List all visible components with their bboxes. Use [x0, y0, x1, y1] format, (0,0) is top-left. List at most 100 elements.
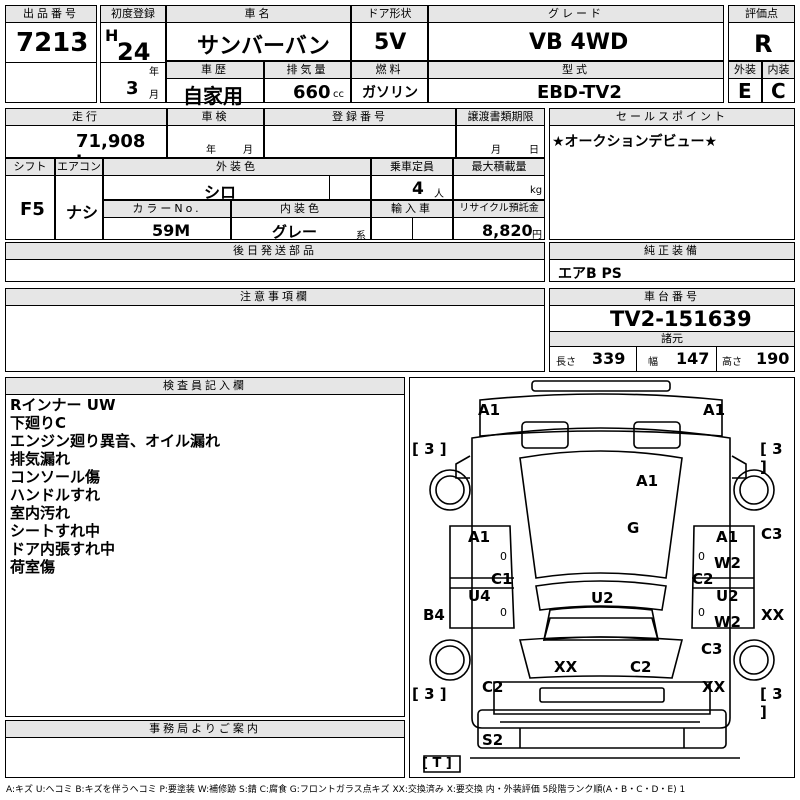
color-no: 59M: [152, 221, 191, 240]
length: 339: [592, 349, 626, 368]
displacement: 660: [293, 82, 331, 103]
capacity-box: 乗車定員 4 人: [371, 158, 453, 200]
exterior-box: 外装 E: [728, 61, 762, 103]
recycle-label: リサイクル預託金: [454, 201, 544, 218]
inspection-year-unit: 年: [206, 145, 216, 156]
inspector-line: シートすれ中: [10, 522, 101, 540]
damage-code-w2-right: W2: [714, 554, 741, 572]
inspector-line: コンソール傷: [10, 468, 101, 486]
reg-year: 24: [117, 38, 151, 66]
damage-code-w2-right-lower: W2: [714, 613, 741, 631]
int-color: グレー: [272, 223, 318, 241]
inspector-box: 検査員記入欄 Rインナー UW 下廻りC エンジン廻り異音、オイル漏れ 排気漏れ…: [5, 377, 405, 717]
inspector-line: ハンドルすれ: [10, 486, 101, 504]
damage-code-a1-front-right: A1: [703, 401, 726, 419]
recycle: 8,820: [482, 221, 533, 240]
damage-code-rear-left-wheel: [ 3 ]: [412, 685, 447, 703]
inspection-box: 車検 年 月: [167, 108, 264, 158]
legend: A:キズ U:ヘコミ B:キズを伴うヘコミ P:要塗装 W:補修跡 S:錆 C:…: [6, 785, 686, 795]
height-label: 高さ: [722, 357, 742, 368]
interior-label: 内装: [763, 62, 794, 79]
damage-code-xx-right: XX: [761, 606, 785, 624]
color-no-label: カラーNo.: [104, 201, 230, 218]
first-reg-box: 初度登録 H 24 年 3 月: [100, 5, 166, 103]
grade: VB 4WD: [529, 30, 629, 55]
recycle-box: リサイクル預託金 8,820 円: [453, 200, 545, 241]
model-label: 型式: [429, 62, 723, 79]
grade-label: グレード: [429, 6, 723, 23]
car-name-label: 車名: [167, 6, 350, 23]
history-box: 車歴 自家用: [166, 61, 264, 108]
genuine-box: 純正装備 エアB PS: [549, 242, 795, 282]
recycle-unit: 円: [532, 230, 542, 241]
spec-label: 諸元: [550, 332, 794, 347]
transfer-day: 日: [529, 145, 539, 156]
office-label: 事務局よりご案内: [6, 721, 404, 738]
capacity: 4: [412, 179, 424, 199]
marker-zero-right-2: 0: [698, 606, 705, 619]
damage-code-c2-right: C2: [692, 570, 714, 588]
width-label: 幅: [648, 357, 658, 368]
inspector-line: 下廻りC: [10, 414, 67, 432]
lot-number: 7213: [16, 28, 89, 58]
chassis-label: 車台番号: [550, 289, 794, 306]
shift-box: シフト F5: [5, 158, 55, 240]
inspection-label: 車検: [168, 109, 263, 126]
length-label: 長さ: [556, 357, 576, 368]
inspection-month-unit: 月: [243, 145, 253, 156]
fuel-label: 燃料: [352, 62, 427, 79]
damage-code-u2-roof: U2: [591, 589, 614, 607]
door-label: ドア形状: [352, 6, 427, 23]
reg-number-box: 登録番号: [264, 108, 456, 158]
damage-code-u4: U4: [468, 587, 491, 605]
height: 190: [756, 349, 790, 368]
inspector-line: Rインナー UW: [10, 396, 116, 414]
door-box: ドア形状 5V: [351, 5, 428, 61]
damage-code-a1-right: A1: [716, 528, 739, 546]
inspector-line: エンジン廻り異音、オイル漏れ: [10, 432, 221, 450]
displacement-box: 排気量 660 cc: [264, 61, 351, 103]
marker-zero-left-1: 0: [500, 550, 507, 563]
damage-code-rear-right-wheel: [ 3 ]: [760, 685, 783, 721]
history-label: 車歴: [167, 62, 263, 79]
history: 自家用: [183, 84, 243, 108]
inspector-line: 排気漏れ: [10, 450, 71, 468]
damage-code-c2-rear: C2: [630, 658, 652, 676]
damage-code-a1-front-left: A1: [478, 401, 501, 419]
inspector-line: 室内汚れ: [10, 504, 71, 522]
car-name: サンバーバン: [197, 34, 330, 59]
damage-code-t: [ T ]: [422, 756, 452, 771]
year-unit: 年: [149, 67, 159, 78]
office-box: 事務局よりご案内: [5, 720, 405, 778]
int-color-unit: 系: [356, 231, 366, 242]
car-diagram: A1 A1 [ 3 ] [ 3 ] A1 G A1 A1 C3 W2 C1 C2…: [409, 377, 795, 778]
marker-zero-left-2: 0: [500, 606, 507, 619]
era: H: [105, 26, 119, 45]
car-outline: [423, 380, 775, 773]
score-box: 評価点 R: [728, 5, 795, 61]
marker-zero-right-1: 0: [698, 550, 705, 563]
lot-label: 出品番号: [6, 6, 96, 23]
transfer-month: 月: [491, 145, 501, 156]
exterior: E: [738, 79, 752, 103]
import-box: 輸入車: [371, 200, 453, 240]
damage-code-c2-rear-left: C2: [482, 678, 504, 696]
inspector-line: 荷室傷: [10, 558, 56, 576]
chassis: TV2-151639: [610, 307, 752, 331]
shift-label: シフト: [6, 159, 54, 176]
genuine-label: 純正装備: [550, 243, 794, 260]
damage-code-g-windshield: G: [627, 519, 640, 537]
sales-box: セールスポイント ★オークションデビュー★: [549, 108, 795, 240]
reg-month: 3: [126, 78, 139, 99]
sales-text: ★オークションデビュー★: [552, 134, 718, 150]
sales-label: セールスポイント: [550, 109, 794, 126]
score: R: [754, 30, 773, 58]
capacity-unit: 人: [434, 189, 444, 200]
transfer-box: 譲渡書類期限 月 日: [456, 108, 545, 158]
damage-code-c1: C1: [491, 570, 513, 588]
reg-number-label: 登録番号: [265, 109, 455, 126]
damage-code-front-left-wheel: [ 3 ]: [412, 440, 447, 458]
damage-code-front-right-wheel: [ 3 ]: [760, 440, 783, 476]
damage-code-a1-hood: A1: [636, 472, 659, 490]
damage-code-c3-rear-right: C3: [701, 640, 723, 658]
